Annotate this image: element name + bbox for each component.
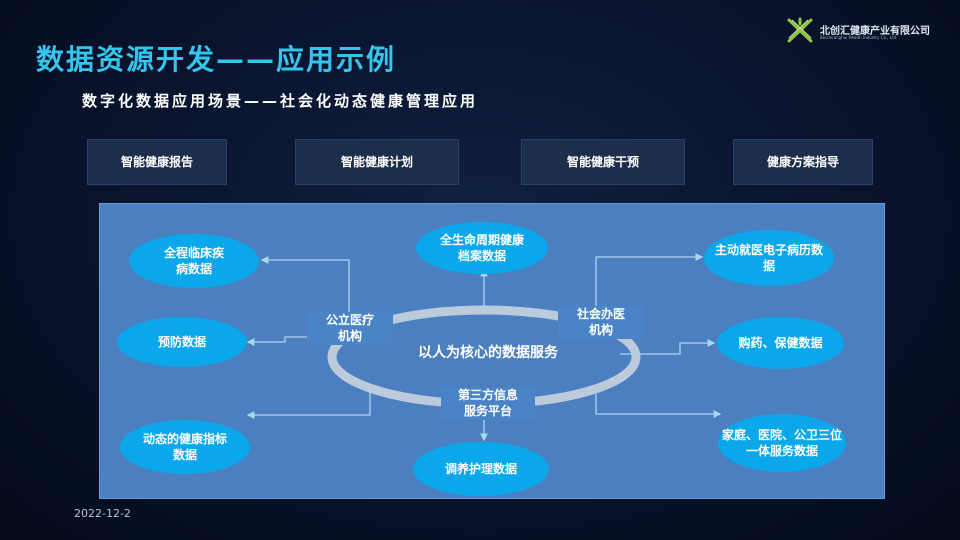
node-dynamic-label: 动态的健康指标 数据 [142,431,227,462]
node-pharmacy-label: 购药、保健数据 [738,335,823,350]
node-pharmacy-data[interactable]: 购药、保健数据 [717,317,844,369]
org-third-party-platform: 第三方信息 服务平台 [441,387,535,421]
tab-smart-health-plan[interactable]: 智能健康计划 [295,139,459,185]
connector-pharmacy [620,339,716,355]
center-label: 以人为核心的数据服务 [418,345,558,361]
node-care-data[interactable]: 调养护理数据 [413,442,549,496]
node-care-label: 调养护理数据 [444,461,517,476]
org-public-medical: 公立医疗 机构 [307,312,393,346]
node-emr-label: 主动就医电子病历数 据 [714,242,823,273]
node-lifecycle-health-record[interactable]: 全生命周期健康 档案数据 [416,222,548,274]
company-name: 北创汇健康产业有限公司 [820,26,930,37]
connector-clinical [260,256,350,318]
page-subtitle: 数字化数据应用场景——社会化动态健康管理应用 [82,92,479,110]
connector-integrated [595,394,722,418]
node-clinical-label: 全程临床疾 病数据 [163,245,224,276]
company-name-en: Beichuanghui Health Industry Co., Ltd [820,35,897,40]
node-integrated-label: 家庭、医院、公卫三位 一体服务数据 [721,427,842,458]
node-integrated-service-data[interactable]: 家庭、医院、公卫三位 一体服务数据 [718,414,846,472]
node-dynamic-health-indicators[interactable]: 动态的健康指标 数据 [120,420,250,474]
diagram-panel: 以人为核心的数据服务 公立医疗 机构 社会办医 机构 第三方信息 服务平台 全程… [99,203,885,499]
page-title: 数据资源开发——应用示例 [36,43,397,76]
footer-date: 2022-12-2 [74,507,131,520]
node-prevention-label: 预防数据 [157,334,206,349]
node-prevention-data[interactable]: 预防数据 [117,317,247,367]
connector-dynamic [246,387,371,419]
tab-health-plan-guidance[interactable]: 健康方案指导 [733,139,873,185]
connector-emr [595,253,704,318]
node-clinical-disease-data[interactable]: 全程临床疾 病数据 [129,234,259,288]
org-social-medical: 社会办医 机构 [558,306,644,340]
node-emr-data[interactable]: 主动就医电子病历数 据 [704,230,834,286]
node-lifecycle-label: 全生命周期健康 档案数据 [439,232,524,263]
tab-smart-health-report[interactable]: 智能健康报告 [87,139,227,185]
tab-smart-health-intervention[interactable]: 智能健康干预 [521,139,685,185]
company-logo-icon [787,17,813,43]
